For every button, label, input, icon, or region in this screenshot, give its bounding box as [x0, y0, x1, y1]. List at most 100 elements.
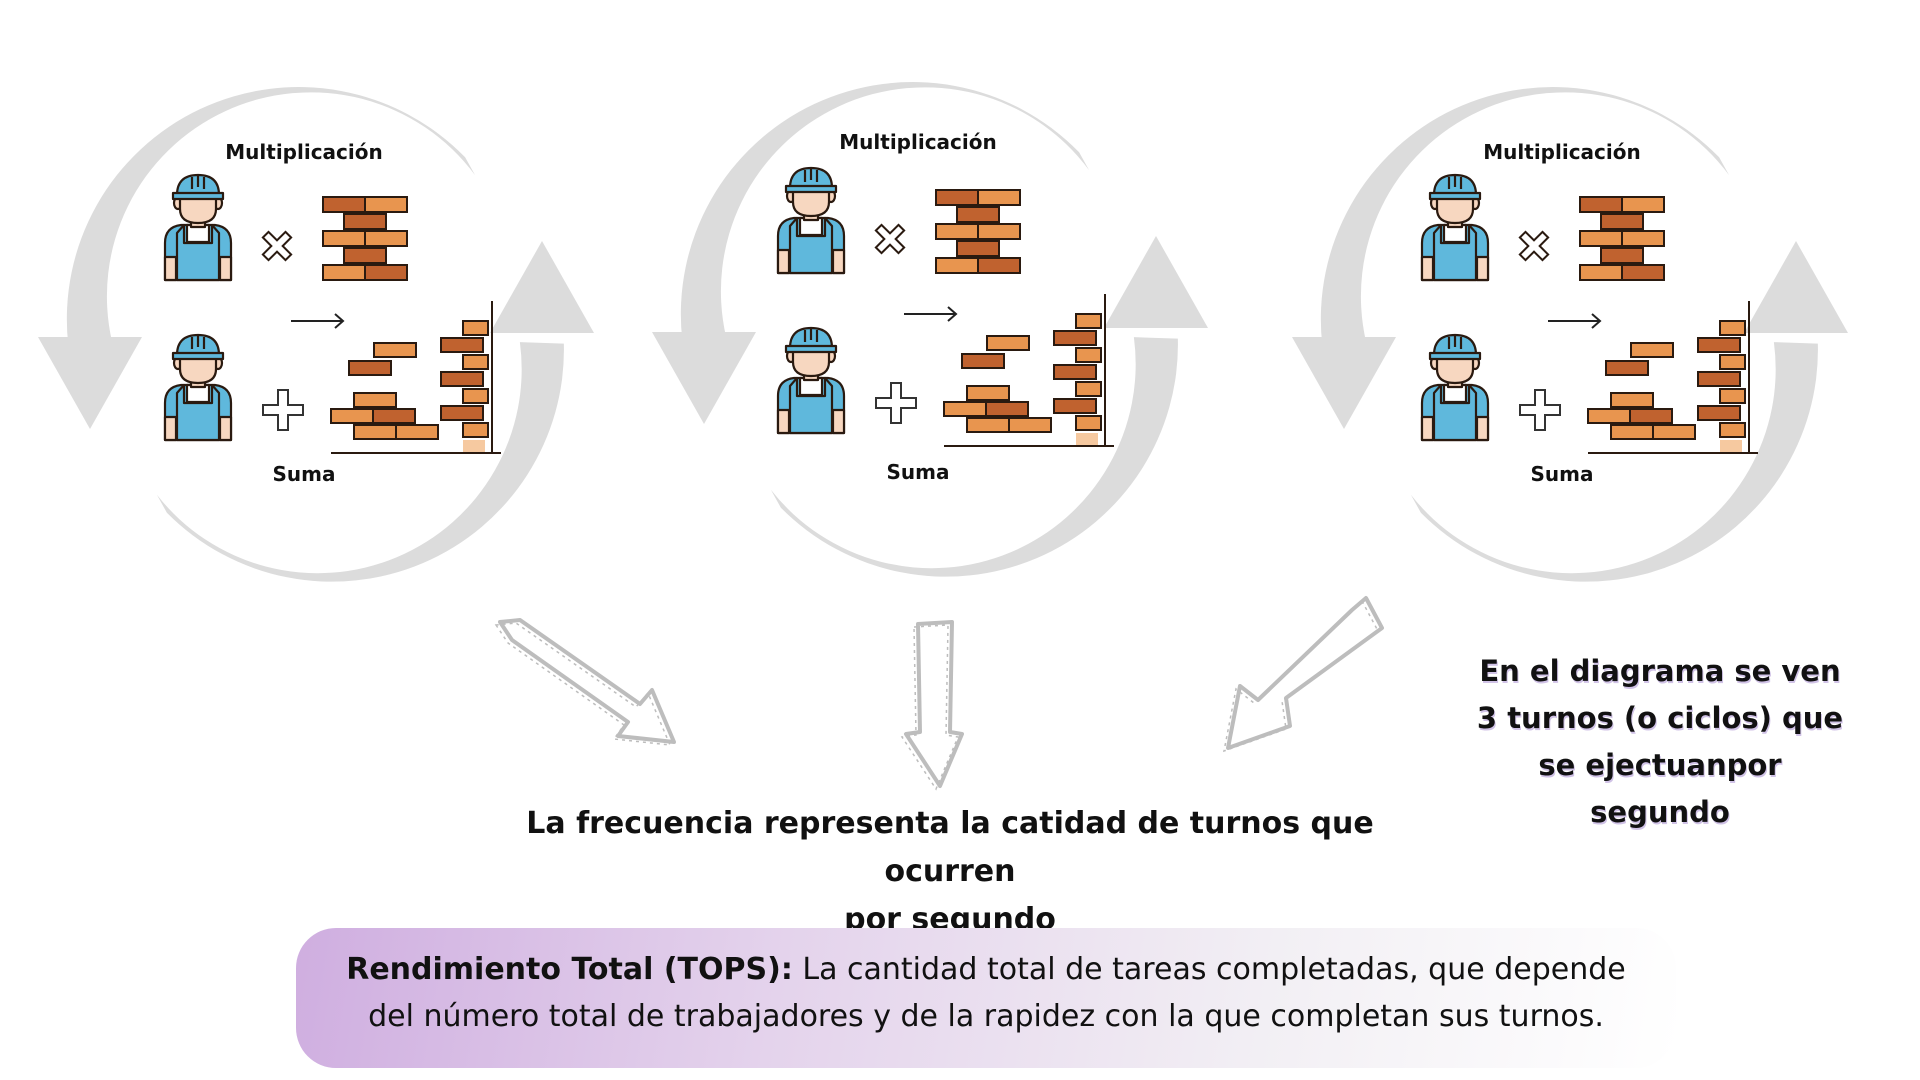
cycle-1-top-label: Multiplicación	[225, 140, 383, 164]
worker-arm-left	[163, 255, 178, 282]
plus-icon	[262, 389, 304, 431]
construction-worker-icon	[163, 173, 233, 282]
multiply-icon	[261, 230, 293, 262]
brick	[961, 353, 1005, 369]
brick	[1053, 330, 1097, 346]
cycle-2-bottom-label: Suma	[886, 460, 950, 484]
brick	[1621, 230, 1665, 247]
brick	[1008, 417, 1052, 433]
brick	[1605, 360, 1649, 376]
construction-worker-icon	[776, 326, 846, 435]
brick	[1629, 408, 1673, 424]
brick	[1053, 364, 1097, 380]
brick-wall-icon	[935, 189, 1021, 274]
worker-overalls	[1432, 383, 1478, 442]
brick	[935, 189, 979, 206]
side-note-line-4: segundo	[1590, 795, 1730, 829]
cycle-arc-right	[770, 337, 1178, 577]
worker-helmet-brim	[784, 344, 838, 354]
brick	[343, 213, 387, 230]
multiply-icon	[874, 223, 906, 255]
side-note-line-1: En el diagrama se ven	[1479, 654, 1841, 688]
worker-helmet-brim	[171, 191, 225, 201]
tops-line-1-rest: La cantidad total de tareas completadas,…	[792, 952, 1626, 987]
worker-face	[791, 344, 831, 378]
sketch-arrow-hatching	[900, 624, 960, 791]
brick	[364, 230, 408, 247]
side-note: En el diagrama se ven 3 turnos (o ciclos…	[1460, 648, 1860, 836]
plus-shape	[1519, 389, 1561, 431]
worker-arm-right	[831, 248, 846, 275]
construction-worker-icon	[163, 333, 233, 442]
cycle-arrow-icon	[652, 82, 1208, 577]
cycle-arc-left	[1320, 87, 1730, 344]
cycle-arc-left	[66, 87, 476, 344]
brick	[1587, 408, 1631, 424]
brick	[1697, 371, 1741, 387]
sketch-arrow-outline	[904, 620, 964, 788]
building-scene	[330, 301, 501, 454]
brick	[1075, 381, 1102, 397]
brick	[1075, 313, 1102, 329]
worker-arm-left	[776, 248, 791, 275]
brick	[977, 223, 1021, 240]
sketch-arrow-left	[494, 618, 676, 746]
cycle-1-bottom-label: Suma	[272, 462, 336, 486]
brick	[322, 264, 366, 281]
cycle-arc-left	[680, 82, 1090, 339]
worker-face	[178, 351, 218, 385]
cycle-arrowhead-up	[490, 241, 594, 333]
frequency-caption-line-1: La frecuencia representa la catidad de t…	[526, 806, 1374, 889]
brick	[1075, 415, 1102, 431]
worker-helmet-ridge	[190, 335, 206, 349]
brick-fading	[463, 440, 485, 452]
brick	[348, 360, 392, 376]
worker-face	[1435, 351, 1475, 385]
multiply-icon	[1518, 230, 1550, 262]
brick	[956, 206, 1000, 223]
brick	[985, 401, 1029, 417]
worker-arm-right	[218, 415, 233, 442]
sketch-arrow-right	[1223, 596, 1384, 753]
brick	[330, 408, 374, 424]
brick	[943, 401, 987, 417]
result-arrow-shape	[904, 306, 958, 322]
result-arrow-icon	[291, 313, 345, 329]
brick	[322, 230, 366, 247]
building-scene	[1587, 301, 1758, 454]
worker-face	[791, 184, 831, 218]
brick	[1075, 347, 1102, 363]
plus-icon	[1519, 389, 1561, 431]
worker-overalls	[175, 383, 221, 442]
worker-helmet-ridge	[1447, 335, 1463, 349]
cycle-3-top-label: Multiplicación	[1483, 140, 1641, 164]
brick	[440, 405, 484, 421]
brick	[1719, 422, 1746, 438]
brick	[1600, 247, 1644, 264]
cycle-arrowhead-down	[38, 337, 142, 429]
brick	[1600, 213, 1644, 230]
brick	[1610, 392, 1654, 408]
brick	[1630, 342, 1674, 358]
cycle-arrow-icon	[1292, 87, 1848, 582]
brick	[462, 320, 489, 336]
sketch-arrow-hatching	[1223, 599, 1379, 753]
brick	[1579, 230, 1623, 247]
sketch-arrow-outline	[498, 618, 676, 744]
cycle-2-top-label: Multiplicación	[839, 130, 997, 154]
brick	[1719, 354, 1746, 370]
worker-arm-left	[1420, 255, 1435, 282]
brick	[353, 424, 397, 440]
worker-face	[1435, 191, 1475, 225]
tops-line-2: del número total de trabajadores y de la…	[368, 999, 1604, 1034]
brick	[462, 422, 489, 438]
worker-helmet-brim	[784, 184, 838, 194]
worker-overalls	[1432, 223, 1478, 282]
tops-title: Rendimiento Total (TOPS):	[346, 952, 793, 987]
cycle-arrowhead-up	[1104, 236, 1208, 328]
cycle-arrowhead-up	[1744, 241, 1848, 333]
construction-worker-icon	[1420, 173, 1490, 282]
building-scene	[943, 294, 1114, 447]
worker-helmet-brim	[1428, 351, 1482, 361]
brick-wall-icon	[322, 196, 408, 281]
